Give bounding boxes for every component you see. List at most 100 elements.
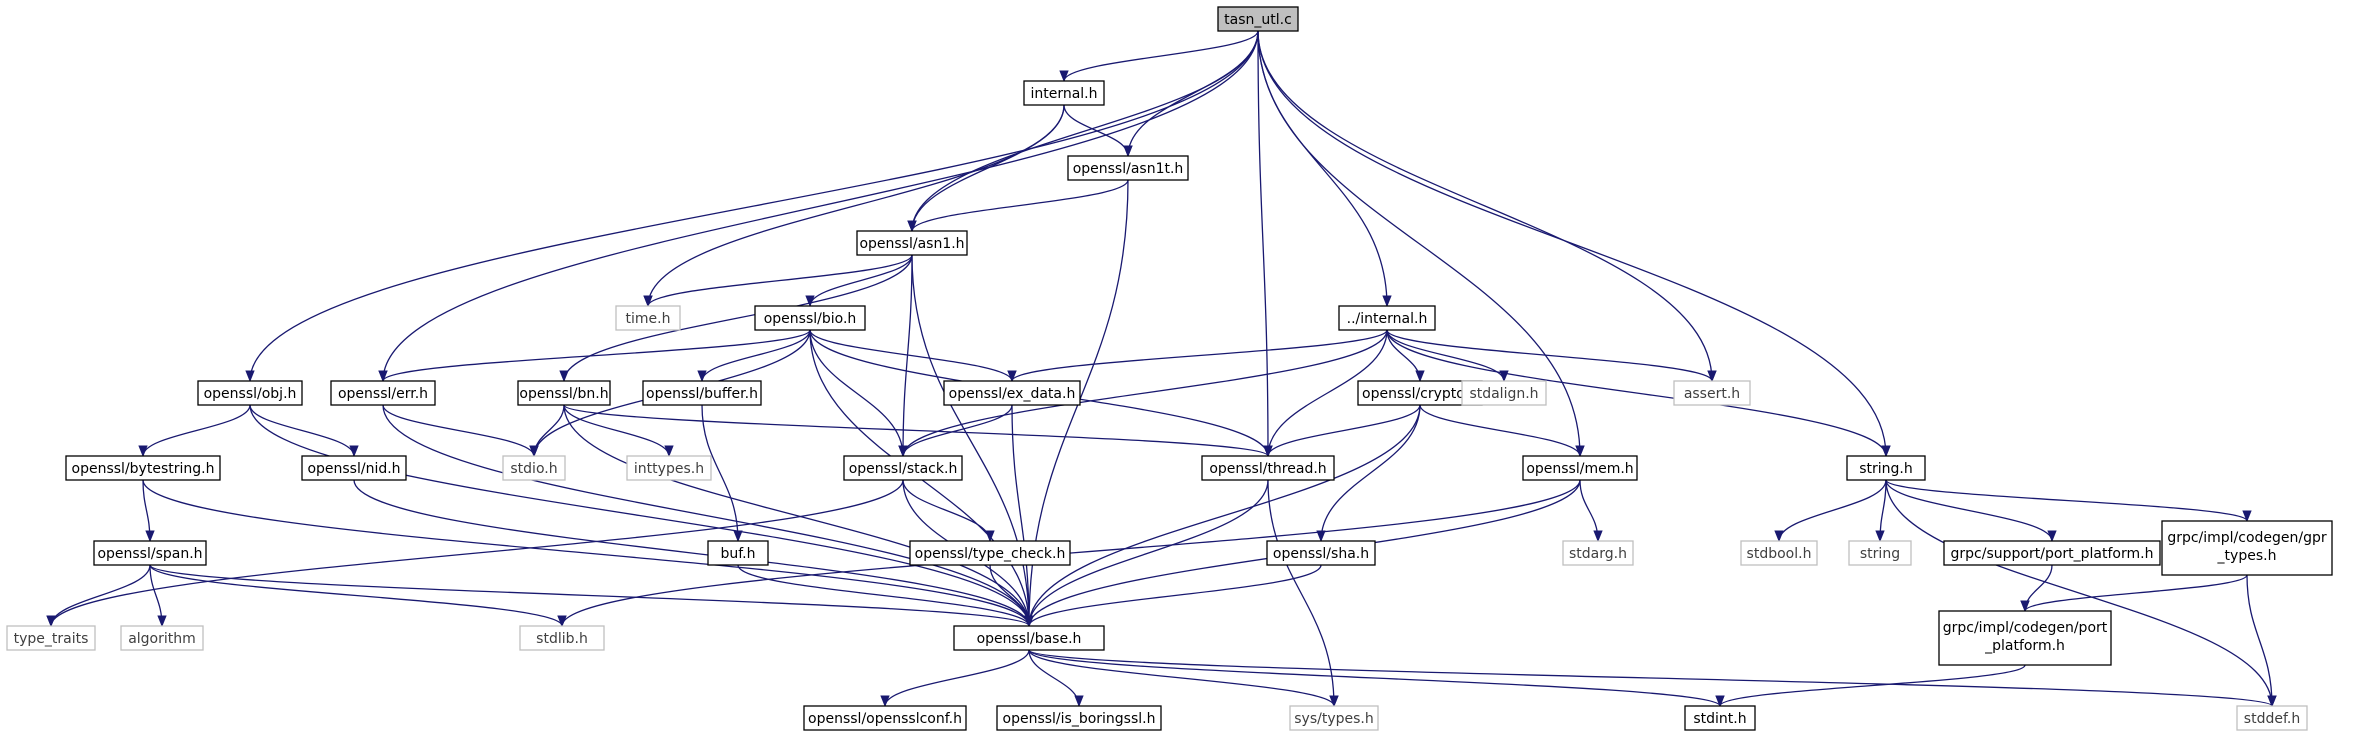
node-time[interactable]: time.h <box>615 305 681 331</box>
node-bytestring[interactable]: openssl/bytestring.h <box>65 455 221 481</box>
node-stdbool[interactable]: stdbool.h <box>1740 540 1818 566</box>
node-string-h[interactable]: string.h <box>1846 455 1926 481</box>
node-gprtypes[interactable]: grpc/impl/codegen/gpr _types.h <box>2161 520 2333 576</box>
node-inttypes[interactable]: inttypes.h <box>626 455 712 481</box>
node-label: stdint.h <box>1693 711 1746 727</box>
edge-string-h-to-stdbool <box>1774 479 1887 543</box>
node-box <box>1938 610 2112 666</box>
edge-crypto-to-mem <box>1419 404 1585 458</box>
edge-internal-h-to-time <box>643 104 1065 308</box>
node-box <box>301 455 407 481</box>
node-mem[interactable]: openssl/mem.h <box>1522 455 1638 481</box>
node-box <box>1266 540 1376 566</box>
node-box <box>1943 540 2161 566</box>
node-box <box>517 380 611 406</box>
node-label: tasn_utl.c <box>1224 12 1292 28</box>
node-stdarg[interactable]: stdarg.h <box>1562 540 1634 566</box>
node-tasn-utl[interactable]: tasn_utl.c <box>1217 6 1299 32</box>
node-stdint[interactable]: stdint.h <box>1684 705 1756 731</box>
edge-string-h-to-stddef <box>1885 479 2277 708</box>
edge-bio-to-buffer <box>697 329 811 383</box>
node-box <box>65 455 221 481</box>
node-sha[interactable]: openssl/sha.h <box>1266 540 1376 566</box>
node-label: openssl/ex_data.h <box>949 386 1076 402</box>
edge-asn1-to-bn <box>559 254 913 383</box>
node-stdio[interactable]: stdio.h <box>502 455 566 481</box>
node-label: openssl/span.h <box>97 546 202 562</box>
edge-crypto-to-base <box>1024 404 1421 628</box>
node-box <box>93 540 207 566</box>
dependency-edges <box>46 30 2277 708</box>
node-opensslconf[interactable]: openssl/opensslconf.h <box>803 705 967 731</box>
node-label: time.h <box>626 311 671 327</box>
node-label: algorithm <box>128 631 196 647</box>
node-base[interactable]: openssl/base.h <box>953 625 1105 651</box>
edge-mem-to-stdlib <box>557 479 1581 628</box>
node-stddef[interactable]: stddef.h <box>2236 705 2308 731</box>
edge-bn-to-base <box>563 404 1034 628</box>
node-bn[interactable]: openssl/bn.h <box>517 380 611 406</box>
node-algorithm[interactable]: algorithm <box>120 625 204 651</box>
node-assert[interactable]: assert.h <box>1673 380 1751 406</box>
node-internal-h[interactable]: internal.h <box>1023 80 1105 106</box>
node-typecheck[interactable]: openssl/type_check.h <box>909 540 1071 566</box>
edge-dinternal-to-crypto <box>1386 329 1425 383</box>
node-label: internal.h <box>1030 86 1097 102</box>
node-exdata[interactable]: openssl/ex_data.h <box>943 380 1081 406</box>
node-label: stdalign.h <box>1469 386 1538 402</box>
edge-exdata-to-stack <box>898 404 1013 458</box>
edge-base-to-stdint <box>1028 649 1725 708</box>
node-nid[interactable]: openssl/nid.h <box>301 455 407 481</box>
edge-dinternal-to-stdalign <box>1386 329 1509 383</box>
edge-err-to-stdio <box>382 404 539 458</box>
node-box <box>330 380 436 406</box>
node-box <box>1067 155 1189 181</box>
node-stdlib[interactable]: stdlib.h <box>519 625 605 651</box>
node-box <box>754 305 866 331</box>
edge-bio-to-stack <box>809 329 908 458</box>
node-systypes[interactable]: sys/types.h <box>1289 705 1379 731</box>
node-portplatform[interactable]: grpc/support/port_platform.h <box>1943 540 2161 566</box>
node-obj[interactable]: openssl/obj.h <box>197 380 303 406</box>
node-err[interactable]: openssl/err.h <box>330 380 436 406</box>
node-bio[interactable]: openssl/bio.h <box>754 305 866 331</box>
node-box <box>6 625 96 651</box>
node-label: ../internal.h <box>1347 311 1428 327</box>
edge-asn1-to-time <box>643 254 913 308</box>
node-box <box>1201 455 1335 481</box>
edge-tasn-utl-to-string-h <box>1257 30 1891 458</box>
node-stdalign[interactable]: stdalign.h <box>1461 380 1547 406</box>
node-asn1t[interactable]: openssl/asn1t.h <box>1067 155 1189 181</box>
node-label: openssl/obj.h <box>204 386 297 402</box>
node-box <box>2161 520 2333 576</box>
node-buffer[interactable]: openssl/buffer.h <box>642 380 762 406</box>
node-box <box>843 455 963 481</box>
node-box <box>1846 455 1926 481</box>
node-thread[interactable]: openssl/thread.h <box>1201 455 1335 481</box>
node-asn1[interactable]: openssl/asn1.h <box>856 230 968 256</box>
node-box <box>626 455 712 481</box>
edge-codegenport-to-stdint <box>1715 664 2026 708</box>
node-label: assert.h <box>1684 386 1740 402</box>
node-label: openssl/buffer.h <box>646 386 758 402</box>
edge-tasn-utl-to-err <box>378 30 1259 383</box>
node-crypto[interactable]: openssl/crypto.h <box>1357 380 1483 406</box>
edge-asn1-to-base <box>911 254 1034 628</box>
node-span[interactable]: openssl/span.h <box>93 540 207 566</box>
node-box <box>502 455 566 481</box>
node-dinternal[interactable]: ../internal.h <box>1338 305 1436 331</box>
node-typetraits[interactable]: type_traits <box>6 625 96 651</box>
node-box <box>943 380 1081 406</box>
edge-base-to-stddef <box>1028 649 2277 708</box>
node-codegenport[interactable]: grpc/impl/codegen/port_platform.h <box>1938 610 2112 666</box>
node-label: _types.h <box>2217 548 2277 564</box>
edge-stack-to-typetraits <box>46 479 904 628</box>
edge-base-to-isboring <box>1028 649 1084 708</box>
node-label: buf.h <box>721 546 756 562</box>
node-label: grpc/impl/codegen/gpr <box>2167 530 2327 546</box>
node-box <box>909 540 1071 566</box>
node-buf[interactable]: buf.h <box>707 540 769 566</box>
node-isboring[interactable]: openssl/is_boringssl.h <box>996 705 1162 731</box>
node-string[interactable]: string <box>1848 540 1912 566</box>
node-stack[interactable]: openssl/stack.h <box>843 455 963 481</box>
